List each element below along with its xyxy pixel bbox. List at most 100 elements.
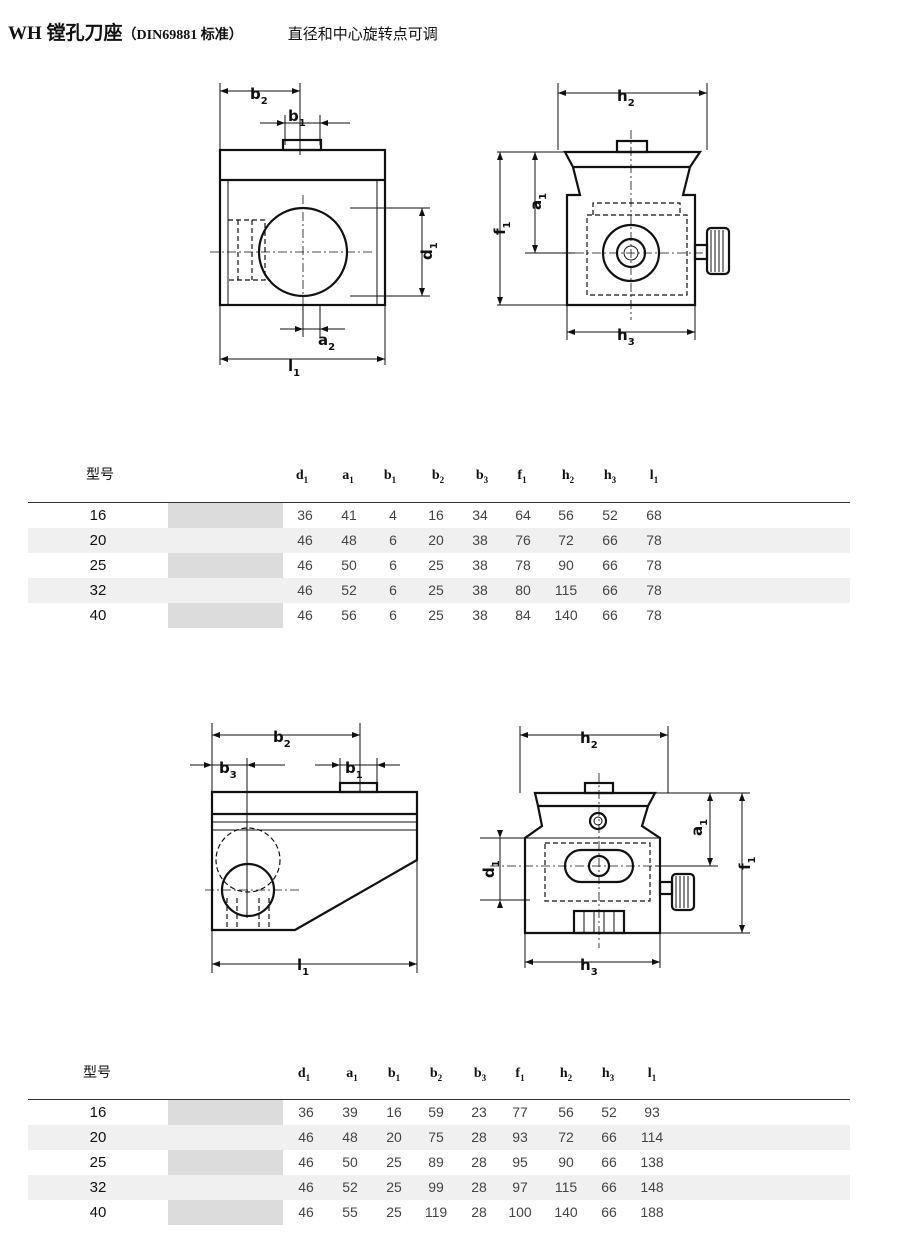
row-value: 119 xyxy=(424,1204,448,1220)
row-value: 16 xyxy=(386,1104,402,1120)
row-value: 25 xyxy=(428,582,444,598)
row-value: 66 xyxy=(601,1204,617,1220)
row-value: 28 xyxy=(471,1129,487,1145)
row-value: 38 xyxy=(472,582,488,598)
row-value: 38 xyxy=(472,607,488,623)
row-model: 32 xyxy=(89,1179,107,1196)
row-model: 20 xyxy=(89,532,107,549)
table1-col-b2: b2 xyxy=(431,468,445,485)
row-value: 78 xyxy=(646,557,662,573)
row-value: 114 xyxy=(640,1129,664,1145)
row-value: 68 xyxy=(646,507,662,523)
fig1-label-l1: l1 xyxy=(288,357,300,379)
row-value: 78 xyxy=(646,532,662,548)
row-value: 46 xyxy=(298,1154,314,1170)
fig1-label-a1: a1 xyxy=(527,193,549,210)
table2-col-h3: h3 xyxy=(601,1066,615,1083)
table2-product-image-placeholder xyxy=(168,1100,283,1225)
row-value: 188 xyxy=(640,1204,664,1220)
row-value: 34 xyxy=(472,507,488,523)
table1-product-image-placeholder xyxy=(168,503,283,628)
table2-col-h2: h2 xyxy=(559,1066,573,1083)
row-value: 46 xyxy=(298,1129,314,1145)
row-value: 75 xyxy=(428,1129,444,1145)
fig1-label-f1: f1 xyxy=(491,221,513,235)
row-value: 80 xyxy=(515,582,531,598)
row-value: 66 xyxy=(602,607,618,623)
fig2-label-b1: b1 xyxy=(345,759,363,781)
fig2-label-h2: h2 xyxy=(580,729,598,751)
fig1-label-b2: b2 xyxy=(250,85,268,107)
row-value: 38 xyxy=(472,532,488,548)
row-value: 95 xyxy=(512,1154,528,1170)
row-value: 100 xyxy=(508,1204,532,1220)
table2-col-a1: a1 xyxy=(346,1066,358,1083)
row-value: 25 xyxy=(386,1154,402,1170)
table1-col-d1: d1 xyxy=(295,468,309,485)
table2-col-b1: b1 xyxy=(387,1066,401,1083)
row-value: 25 xyxy=(386,1204,402,1220)
row-value: 78 xyxy=(515,557,531,573)
title-subtitle: 直径和中心旋转点可调 xyxy=(287,25,438,43)
row-value: 23 xyxy=(471,1104,487,1120)
row-value: 66 xyxy=(602,532,618,548)
table2-col-d1: d1 xyxy=(297,1066,311,1083)
row-value: 36 xyxy=(297,507,313,523)
figure1-side-view: b2 b1 d1 a2 l1 xyxy=(210,83,440,379)
fig2-label-l1: l1 xyxy=(297,956,309,978)
table2-col-b2: b2 xyxy=(429,1066,443,1083)
row-model: 20 xyxy=(89,1129,107,1146)
row-value: 20 xyxy=(428,532,444,548)
row-model: 16 xyxy=(89,507,107,524)
figure2-front-view: h2 a1 f1 d1 h3 xyxy=(480,726,758,978)
row-model: 25 xyxy=(89,557,107,574)
row-value: 90 xyxy=(558,557,574,573)
row-value: 46 xyxy=(297,532,313,548)
row-value: 140 xyxy=(554,607,578,623)
row-value: 39 xyxy=(342,1104,358,1120)
row-value: 78 xyxy=(646,582,662,598)
table2-header: 型号 d1 a1 b1 b2 b3 f1 h2 h3 l1 xyxy=(28,1060,850,1099)
row-model: 32 xyxy=(89,582,107,599)
page-title: WH 镗孔刀座（DIN69881 标准） 直径和中心旋转点可调 xyxy=(8,18,438,45)
row-value: 48 xyxy=(341,532,357,548)
fig2-label-a1: a1 xyxy=(688,819,710,836)
row-value: 6 xyxy=(389,557,397,573)
row-value: 77 xyxy=(512,1104,528,1120)
row-value: 46 xyxy=(297,557,313,573)
table-row: 20 46 48 20 75 28 93 72 66 114 xyxy=(28,1125,850,1150)
row-value: 89 xyxy=(428,1154,444,1170)
row-value: 66 xyxy=(601,1179,617,1195)
row-value: 76 xyxy=(515,532,531,548)
table1-col-b3: b3 xyxy=(475,468,489,485)
row-value: 78 xyxy=(646,607,662,623)
row-value: 66 xyxy=(601,1154,617,1170)
table1-header-rule xyxy=(28,502,850,503)
fig2-label-b3: b3 xyxy=(219,759,237,781)
row-value: 46 xyxy=(297,607,313,623)
row-value: 6 xyxy=(389,582,397,598)
row-value: 72 xyxy=(558,1129,574,1145)
row-value: 48 xyxy=(342,1129,358,1145)
table1-header: 型号 d1 a1 b1 b2 b3 f1 h2 h3 l1 xyxy=(28,462,850,502)
row-value: 52 xyxy=(342,1179,358,1195)
row-value: 93 xyxy=(512,1129,528,1145)
table2-model-header: 型号 xyxy=(83,1065,111,1081)
table1-model-header: 型号 xyxy=(86,467,114,483)
row-value: 55 xyxy=(342,1204,358,1220)
row-value: 64 xyxy=(515,507,531,523)
fig1-label-h3: h3 xyxy=(617,326,635,348)
table2-col-b3: b3 xyxy=(473,1066,487,1083)
table2-col-l1: l1 xyxy=(647,1066,657,1083)
row-value: 25 xyxy=(386,1179,402,1195)
row-value: 20 xyxy=(386,1129,402,1145)
row-value: 66 xyxy=(601,1129,617,1145)
